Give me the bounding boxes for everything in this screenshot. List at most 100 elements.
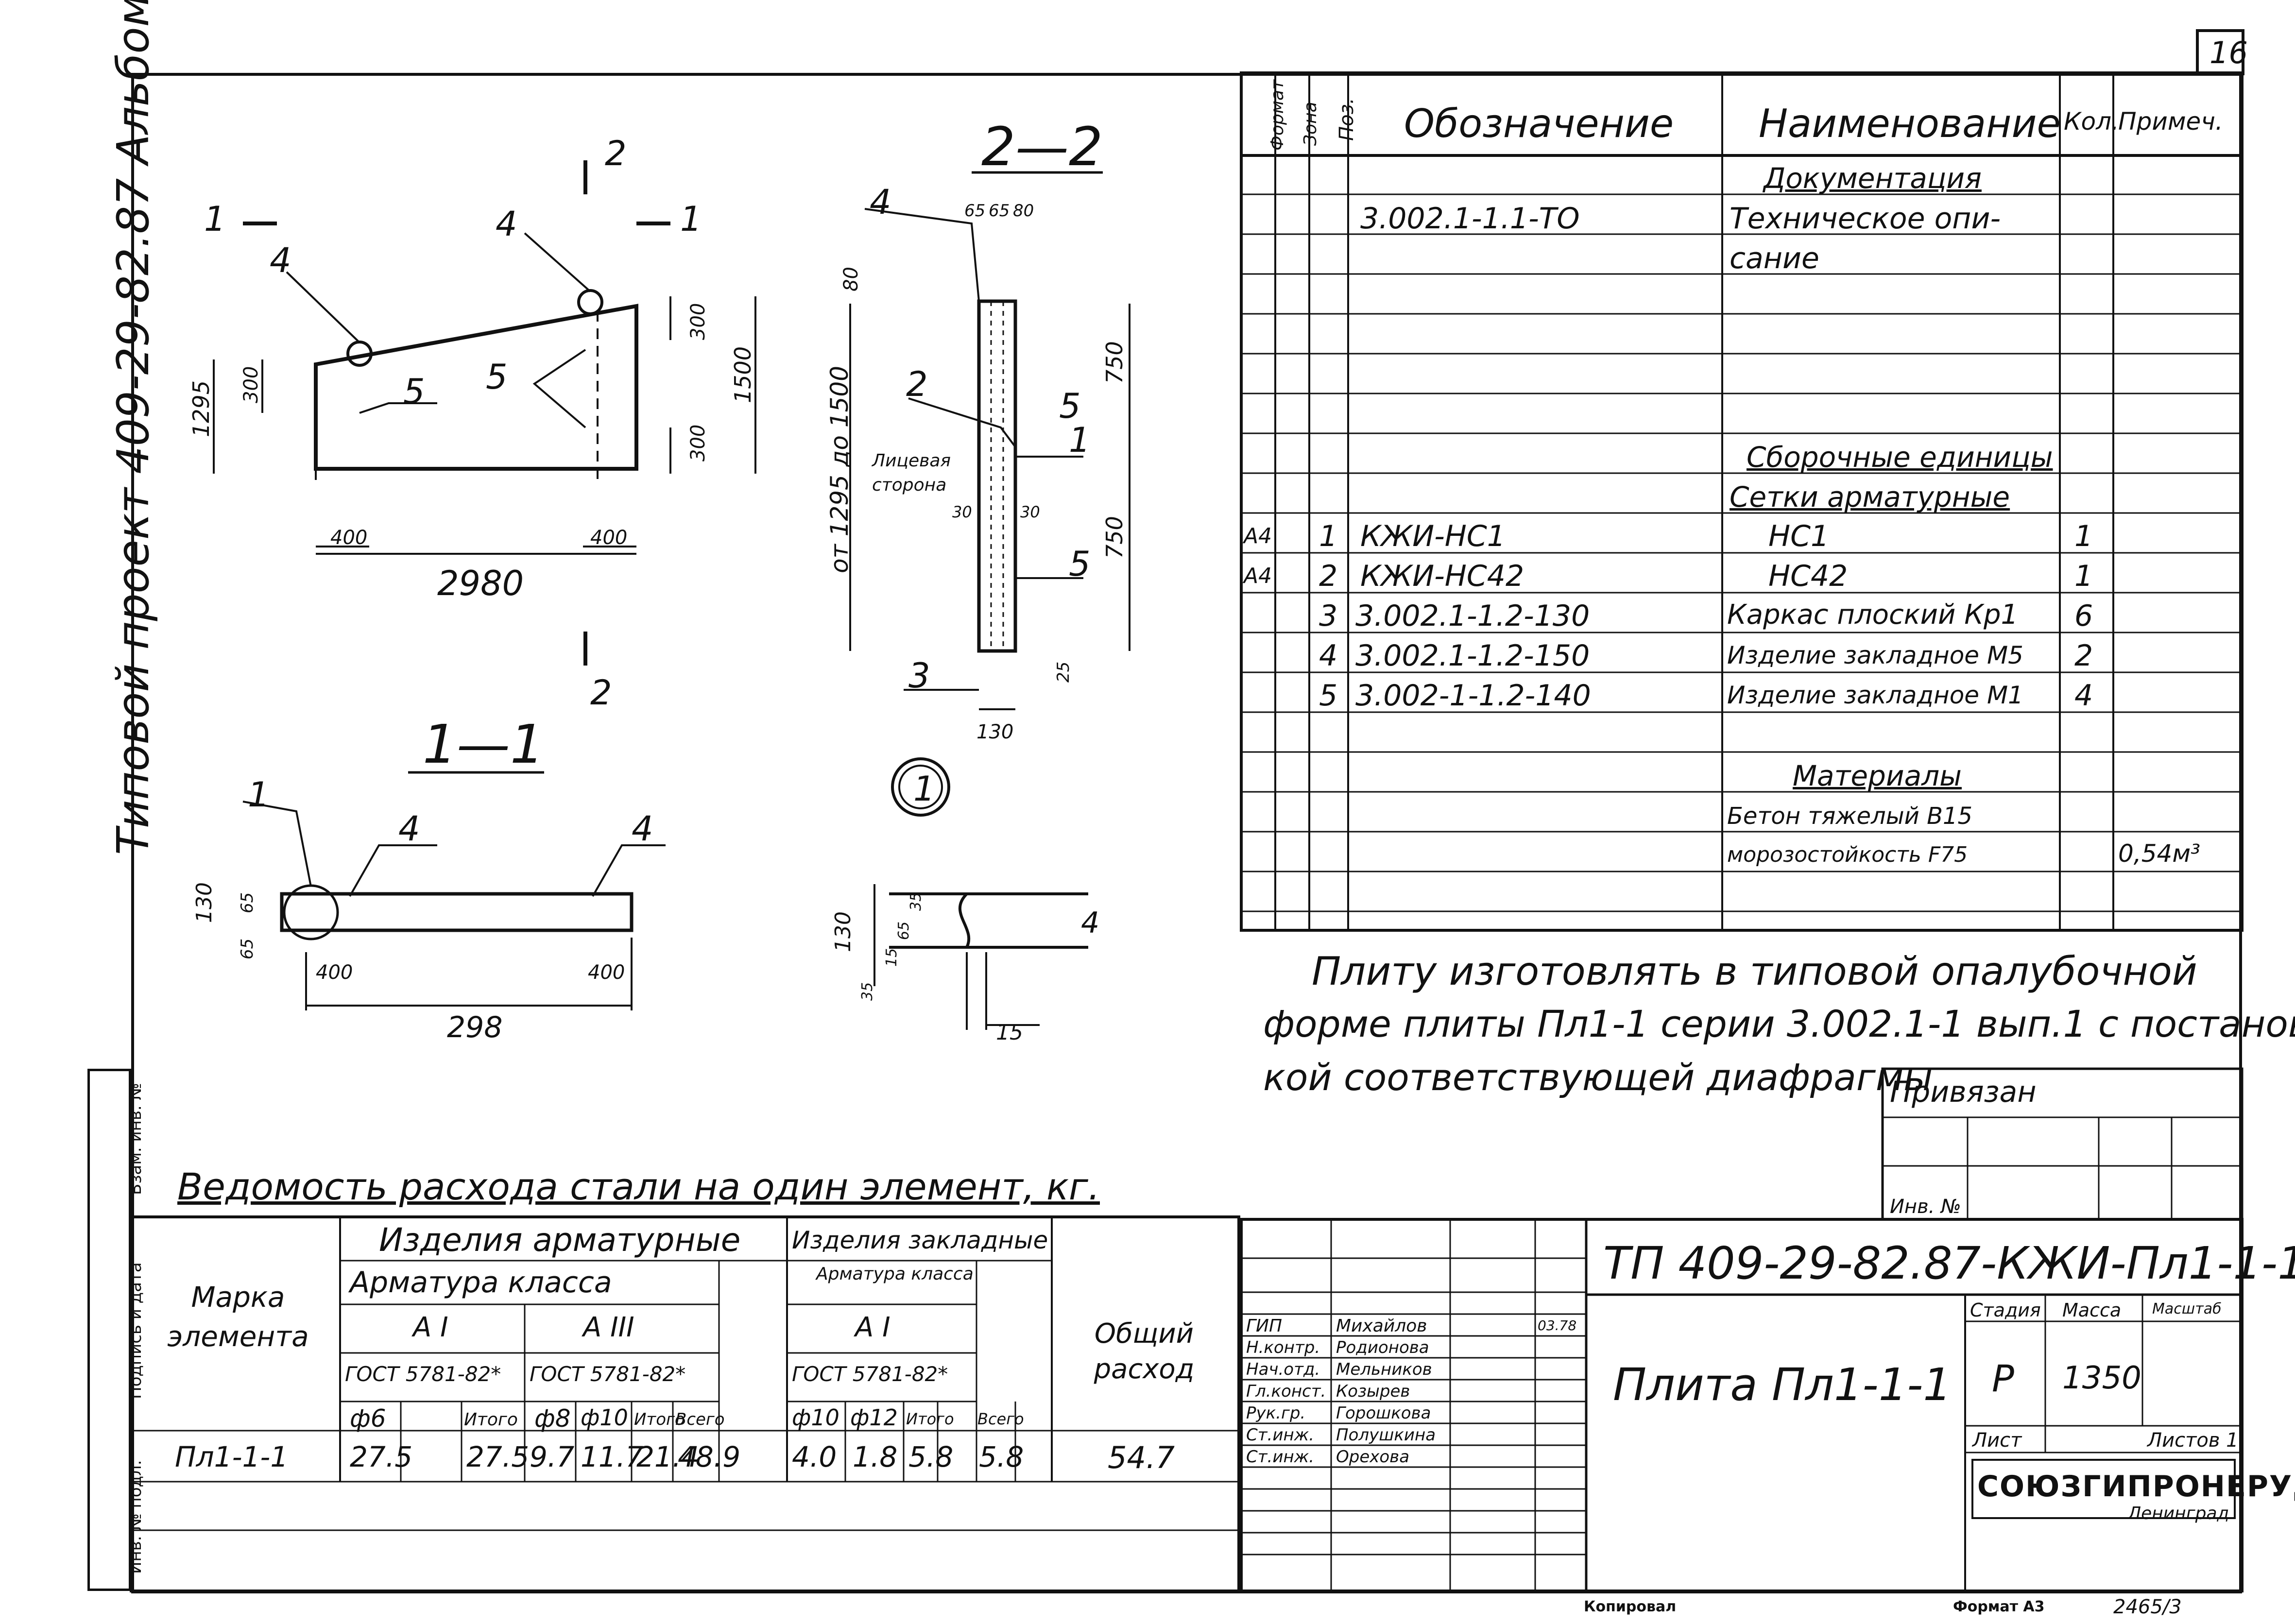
title-stage-label: Стадия [1970,1299,2041,1321]
staff-name-4: Козырев [1336,1382,1410,1401]
staff-role-3: Нач.отд. [1246,1360,1320,1379]
spec-header-pos: Поз. [1336,98,1358,141]
staff-role-1: ГИП [1246,1316,1283,1336]
steel-col-a3-total: Итого [634,1410,685,1429]
spec-header-format: Формат [1267,79,1287,151]
title-sheets-label: Листов 1 [2147,1429,2239,1452]
steel-emb-header: Изделия закладные [792,1226,1048,1254]
elev-dim-300b: 300 [687,303,709,340]
spec-row-3-name: сание [1730,241,1819,275]
elev-dim-2980: 2980 [437,564,524,603]
s22-dim-65a: 65 [964,201,985,221]
node-label: 1 [913,769,935,809]
spec-row-15-qty: 4 [2074,679,2093,713]
node-dim-65: 65 [895,922,912,940]
spec-row-12-designation: КЖИ-НС42 [1360,559,1524,593]
spec-row-2-designation: 3.002.1-1.1-ТО [1360,202,1580,236]
steel-arm-header: Изделия арматурные [379,1221,741,1259]
title-block-grid [1240,1067,2244,1592]
footer-format: Формат А3 [1953,1598,2045,1615]
steel-total-header: Общий расход [1094,1318,1195,1385]
steel-row-f6: 27.5 [350,1440,413,1473]
s11-dim-400b: 400 [588,961,625,984]
section-2-2-title: 2—2 [981,116,1103,178]
steel-col-emb-grand: Всего [977,1410,1024,1428]
face-label-1: Лицевая [871,451,951,471]
staff-role-2: Н.контр. [1246,1338,1320,1357]
steel-row-emb-grand: 5.8 [979,1440,1024,1473]
steel-a3: А III [583,1312,634,1343]
steel-gost-1: ГОСТ 5781-82* [345,1362,501,1386]
steel-row-mark: Пл1-1-1 [175,1440,289,1473]
spec-header-designation: Обозначение [1404,101,1674,146]
s22-dim-25: 25 [1054,662,1073,683]
steel-a1: А I [413,1312,448,1343]
spec-row-19-note: 0,54м³ [2118,839,2201,868]
s22-dim-130: 130 [976,721,1013,743]
staff-name-1: Михайлов [1336,1316,1427,1336]
title-code: ТП 409-29-82.87-КЖИ-Пл1-1-1 [1603,1237,2295,1289]
s22-callout-3: 3 [908,656,930,696]
s22-callout-4: 4 [870,182,891,222]
staff-role-5: Рук.гр. [1246,1403,1306,1423]
spec-row-15-name: Изделие закладное М1 [1727,681,2023,709]
spec-row-9-name: Сборочные единицы [1747,441,2053,474]
steel-row-arm-grand: 48.9 [678,1440,741,1473]
title-mass: 1350 [2062,1360,2141,1396]
node-dim-15a: 15 [883,948,900,967]
section-mark-2a: 2 [605,134,627,173]
steel-emb-a1: А I [855,1312,891,1343]
spec-header-zone: Зона [1301,102,1320,146]
steel-row-total: 54.7 [1108,1440,1175,1475]
s22-dim-80b: 80 [840,267,862,291]
node-detail: 130 35 15 65 35 15 4 [831,884,1099,1045]
staff-role-6: Ст.инж. [1246,1425,1315,1445]
note-line-1: Плиту изготовлять в типовой опалубочной [1312,949,2197,994]
steel-col-f12: ф12 [850,1404,898,1431]
steel-gost-2: ГОСТ 5781-82* [530,1362,686,1386]
s22-dim-750a: 750 [1101,341,1128,384]
title-scale-label: Масштаб [2152,1300,2222,1317]
title-name: Плита Пл1-1-1 [1613,1359,1952,1411]
s22-callout-1: 1 [1069,420,1091,460]
spec-row-14-name: Изделие закладное М5 [1727,641,2023,669]
spec-row-10-name: Сетки арматурные [1730,480,2010,513]
spec-row-14-qty: 2 [2074,639,2093,673]
spec-row-13-designation: 3.002.1-1.2-130 [1355,599,1590,633]
spec-row-15-pos: 5 [1319,679,1338,713]
note-line-2: форме плиты Пл1-1 серии 3.002.1-1 вып.1 … [1263,1002,2295,1045]
staff-name-3: Мельников [1336,1360,1432,1379]
title-city: Ленинград [2128,1504,2229,1523]
elev-callout-4a: 4 [270,240,291,280]
s22-dim-30a: 30 [952,503,972,521]
elev-callout-5a: 5 [403,372,425,411]
spec-row-11-designation: КЖИ-НС1 [1360,519,1506,553]
steel-row-f10a: 11.7 [581,1440,644,1473]
steel-emb-class-header: Арматура класса [816,1264,974,1284]
section-mark-2b: 2 [590,673,612,713]
spec-row-11-format: А4 [1244,524,1272,548]
title-mass-label: Масса [2062,1299,2122,1321]
s11-callout-4a: 4 [398,809,420,849]
node-dim-130: 130 [831,911,856,952]
spec-header-name: Наименование [1759,101,2061,146]
spec-row-12-name: НС42 [1768,559,1848,593]
spec-row-12-qty: 1 [2074,559,2093,593]
s11-dim-65b: 65 [238,939,257,959]
spec-row-12-pos: 2 [1319,559,1338,593]
spec-row-18-name: Бетон тяжелый В15 [1727,803,1973,830]
steel-row-f8: 9.7 [530,1440,575,1473]
s22-callout-5b: 5 [1069,544,1091,584]
steel-row-emb-total: 5.8 [908,1440,954,1473]
privyazan-title: Привязан [1890,1075,2037,1109]
section-1-1: 1—1 1 4 4 130 65 65 400 400 298 [192,713,666,1044]
title-sheet-label: Лист [1972,1429,2022,1452]
steel-row-a3-total: 21.4 [636,1440,700,1473]
elev-dim-1295: 1295 [188,380,214,437]
steel-table-grid [130,1215,1240,1592]
elev-dim-1500: 1500 [730,346,756,403]
section-1-1-title: 1—1 [423,713,544,775]
spec-row-14-pos: 4 [1319,639,1338,673]
s11-callout-4b: 4 [632,809,653,849]
